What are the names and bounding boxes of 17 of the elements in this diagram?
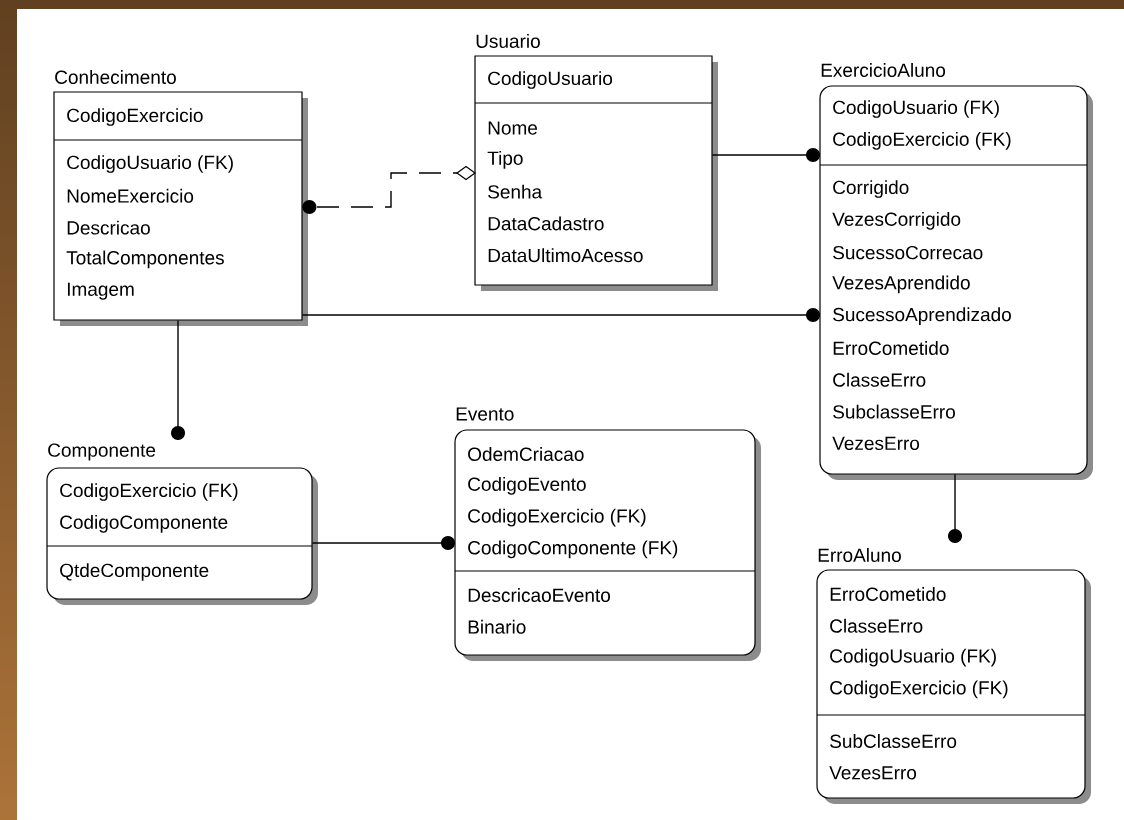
relationship-line [171, 319, 185, 441]
entity-box: ExercicioAluno CodigoUsuario (FK) CodigoExercicio (FK) Corrigido VezesCorrigido SucessoCorrecao VezesAprendido SucessoAprendizado ErroCometido ClasseErro SubclasseErro VezesErro [819, 63, 1093, 480]
entity-box: Evento OdemCriacao CodigoEvento CodigoExercicio (FK) CodigoComponente (FK) DescricaoEvento Binario [454, 407, 761, 661]
relationship-line [301, 308, 821, 322]
relationship-line [711, 148, 821, 162]
node-label: ErroAluno [818, 548, 901, 562]
node-label: ExercicioAluno [821, 63, 946, 77]
entity-box: Usuario CodigoUsuario Nome Tipo Senha DataCadastro DataUltimoAcesso [474, 34, 718, 291]
entity-box: Componente CodigoExercicio (FK) CodigoComponente QtdeComponente [46, 443, 318, 605]
entity-box: ErroAluno ErroCometido ClasseErro CodigoUsuario (FK) CodigoExercicio (FK) SubClasseErro VezesErro [816, 548, 1091, 804]
relationship-line [311, 536, 456, 550]
relationship-line [948, 473, 962, 544]
node-label: Conhecimento [55, 70, 176, 84]
node-label: Usuario [476, 34, 540, 48]
node-label: Evento [456, 407, 514, 421]
entity-box: Conhecimento CodigoExercicio CodigoUsuario (FK) NomeExercicio Descricao TotalComponentes Imagem [53, 70, 308, 326]
node-label: Componente [48, 443, 156, 461]
